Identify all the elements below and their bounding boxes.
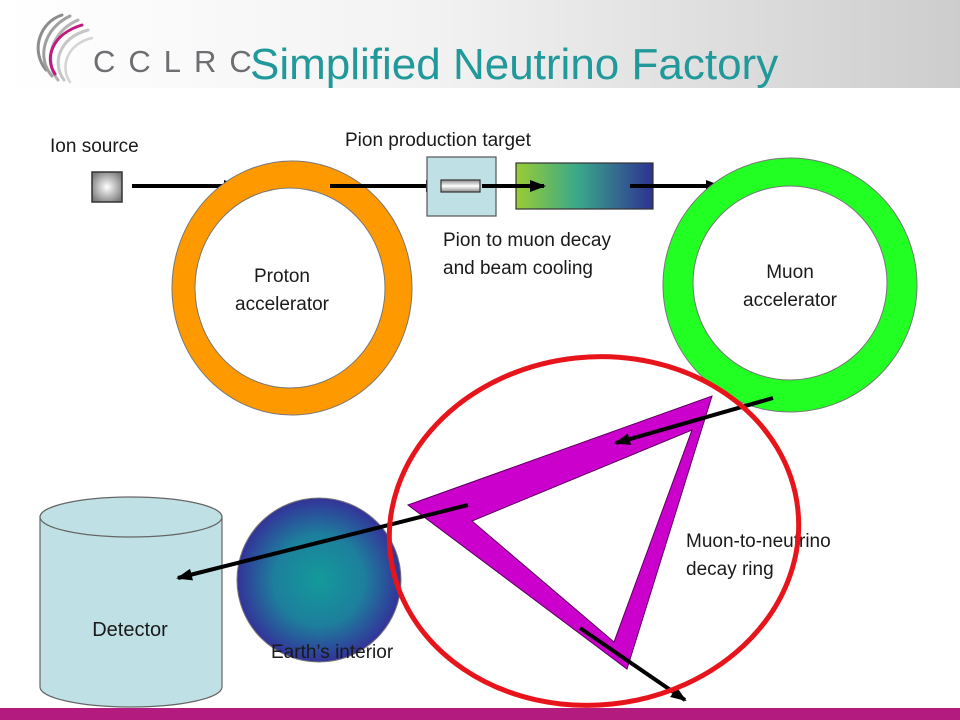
swirl-icon — [36, 13, 94, 84]
muon-accelerator-label-line1: Muon — [766, 262, 814, 283]
ion-source-block — [91, 171, 123, 203]
detector-cylinder — [39, 496, 223, 708]
muon-accelerator-ring — [662, 157, 918, 413]
decay-cooling-label-line2: and beam cooling — [443, 258, 593, 279]
proton-accelerator-label-line1: Proton — [254, 266, 310, 287]
pion-target-label: Pion production target — [345, 130, 532, 151]
muon-accelerator-label-line2: accelerator — [743, 290, 838, 311]
cclrc-logo: CCLRC — [36, 13, 265, 84]
target-rod — [440, 179, 481, 193]
arrow-neutrino-to-detector — [176, 503, 469, 581]
ion-source-label: Ion source — [50, 136, 139, 157]
earth-sphere — [236, 497, 402, 663]
proton-accelerator-label-line2: accelerator — [235, 294, 330, 315]
decay-cooling-label-line1: Pion to muon decay — [443, 230, 611, 251]
earth-interior-label: Earth’s interior — [271, 642, 394, 663]
decay-ring-label-line1: Muon-to-neutrino — [686, 531, 831, 552]
header-band — [0, 0, 960, 88]
arrow-neutrino-outgoing — [578, 626, 687, 702]
highlight-ellipse — [386, 354, 802, 708]
footer-bar — [0, 708, 960, 720]
decay-ring-triangle — [406, 395, 713, 670]
decay-ring-label-line2: decay ring — [686, 559, 774, 580]
page-title: Simplified Neutrino Factory — [250, 40, 778, 89]
logo-text: CCLRC — [93, 44, 265, 79]
proton-accelerator-ring — [171, 160, 413, 416]
detector-label: Detector — [92, 619, 168, 641]
arrow-muon-to-decay-ring — [614, 396, 774, 445]
